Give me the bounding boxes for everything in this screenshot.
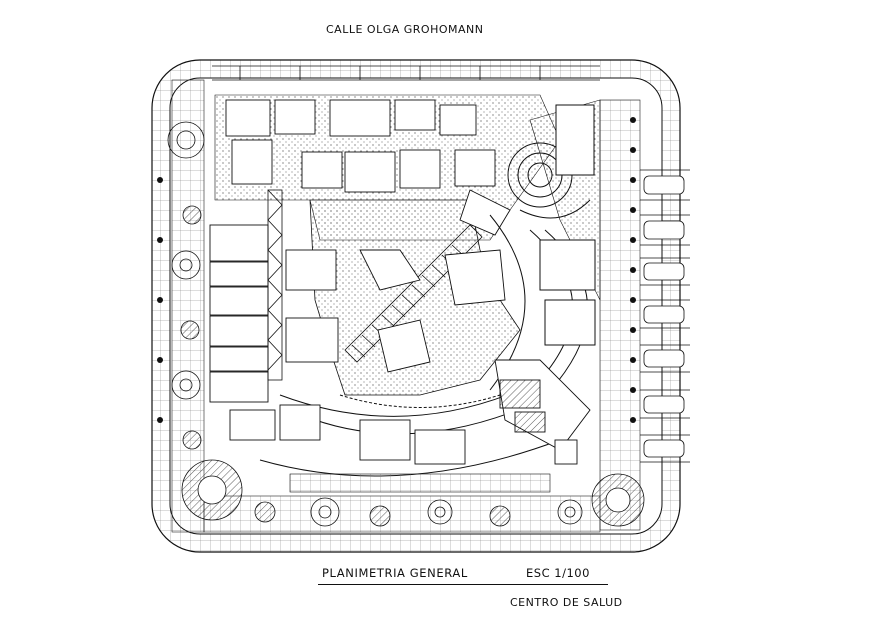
sidewalk-band bbox=[171, 79, 641, 533]
southeast-block bbox=[494, 359, 591, 465]
drawing-subtitle: CENTRO DE SALUD bbox=[510, 596, 623, 609]
top-fence bbox=[212, 65, 600, 81]
central-rooms bbox=[359, 189, 511, 373]
east-curved-wing bbox=[489, 214, 596, 391]
title-underline bbox=[318, 584, 608, 585]
trees bbox=[167, 121, 645, 527]
drawing-scale: ESC 1/100 bbox=[526, 566, 590, 580]
street-name-label: CALLE OLGA GROHOMANN bbox=[326, 23, 484, 36]
circular-entrance bbox=[507, 104, 595, 219]
drawing-title: PLANIMETRIA GENERAL bbox=[322, 566, 468, 580]
column-markers bbox=[157, 117, 636, 423]
southwest-rooms bbox=[229, 404, 466, 465]
vertical-corridor bbox=[267, 189, 283, 381]
south-paving bbox=[289, 473, 551, 493]
parking-stalls bbox=[640, 169, 690, 463]
north-rooms bbox=[225, 99, 496, 193]
